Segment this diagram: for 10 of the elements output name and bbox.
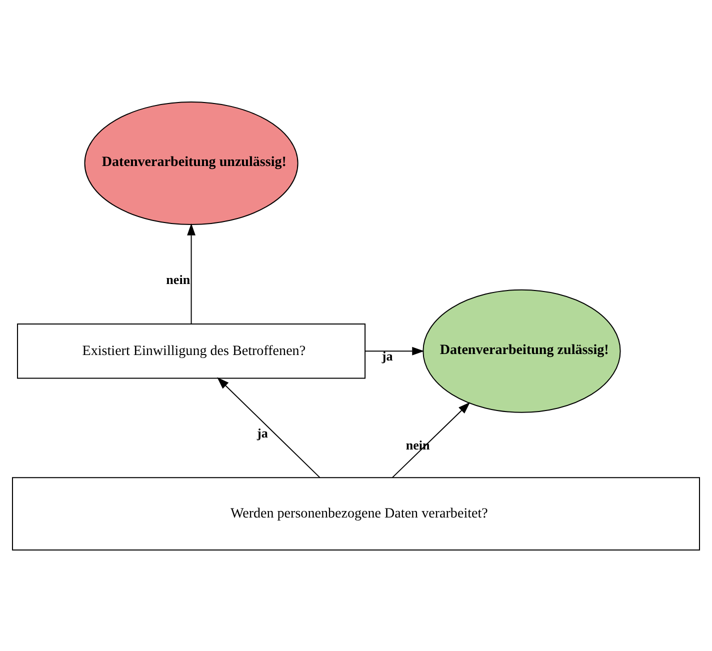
arrow bbox=[217, 376, 320, 478]
node-ellipse: Datenverarbeitung unzulässig! bbox=[84, 101, 298, 225]
edge-label: nein bbox=[166, 272, 190, 287]
edge-label: ja bbox=[382, 348, 393, 364]
arrow bbox=[187, 222, 196, 324]
arrow bbox=[392, 402, 470, 478]
node-box: Werden personenbezogene Daten verarbeitet? bbox=[12, 476, 700, 550]
edge-label: ja bbox=[256, 424, 268, 440]
node-box: Existiert Einwilligung des Betroffenen? bbox=[17, 322, 366, 378]
arrow bbox=[365, 346, 424, 355]
